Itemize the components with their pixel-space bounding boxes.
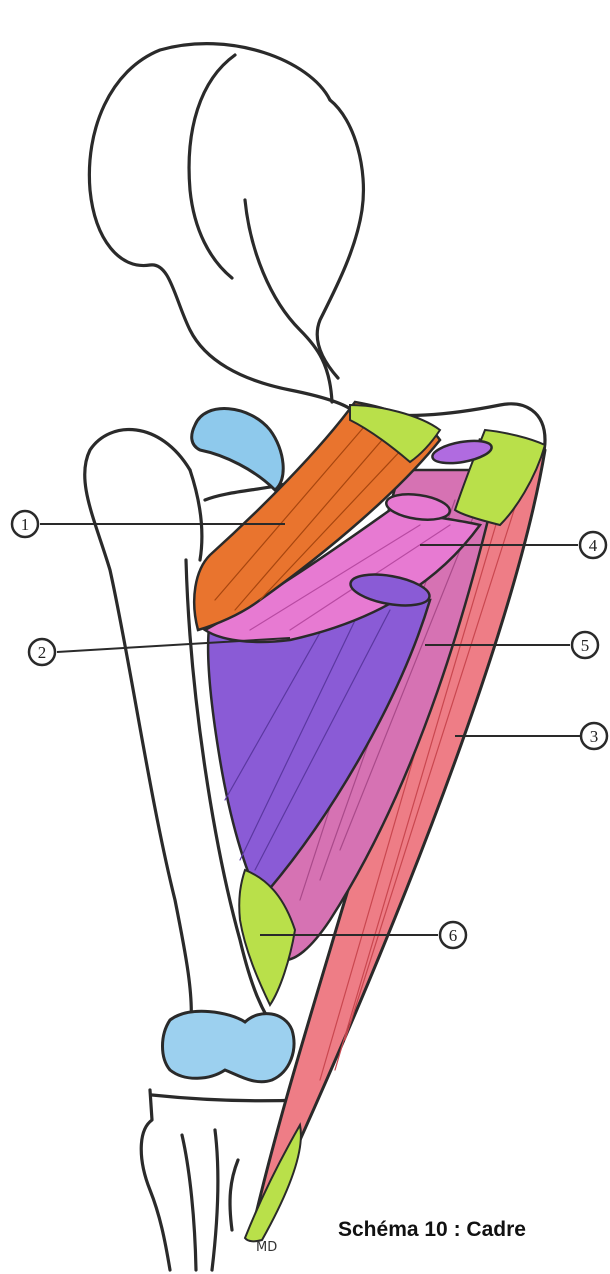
callout-1-label: 1 (21, 515, 30, 534)
callout-5-label: 5 (581, 636, 590, 655)
figure-caption: Schéma 10 : Cadre (338, 1218, 526, 1242)
callout-3: 3 (455, 723, 607, 749)
knee-cartilage (163, 1011, 294, 1081)
femoral-head-cartilage (192, 409, 283, 490)
callout-4-label: 4 (589, 536, 598, 555)
callout-3-label: 3 (590, 727, 599, 746)
signature: MD (256, 1240, 277, 1255)
callout-2-label: 2 (38, 643, 47, 662)
pelvis (89, 44, 545, 470)
callout-6-label: 6 (449, 926, 458, 945)
